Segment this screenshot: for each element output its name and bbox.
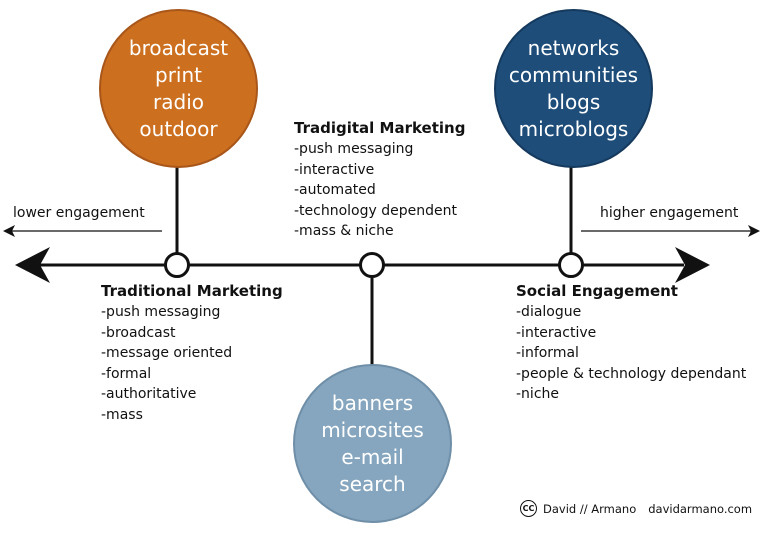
social-block: Social Engagement -dialogue -interactive… <box>516 281 746 405</box>
higher-engagement-label: higher engagement <box>600 205 739 221</box>
tradigital-title: Tradigital Marketing <box>294 119 466 137</box>
tradigital-circle: banners microsites e-mail search <box>293 364 452 523</box>
social-circle-line: communities <box>508 62 639 87</box>
higher-engagement-arrowhead <box>748 225 760 237</box>
tradigital-item: -push messaging <box>294 141 414 157</box>
traditional-item: -authoritative <box>101 386 197 402</box>
tradigital-item: -interactive <box>294 161 375 178</box>
traditional-item: -broadcast <box>101 324 176 341</box>
tradigital-circle-line: banners <box>331 390 414 415</box>
traditional-item: -message oriented <box>101 345 233 361</box>
social-circle-line: blogs <box>546 89 601 114</box>
credit-author: David // Armano <box>543 501 637 516</box>
traditional-circle: broadcast print radio outdoor <box>99 9 258 168</box>
traditional-circle-line: outdoor <box>139 116 218 141</box>
traditional-block: Traditional Marketing -push messaging -b… <box>101 281 283 425</box>
tradigital-item: -automated <box>294 182 376 198</box>
lower-engagement-arrowhead <box>3 225 15 237</box>
tradigital-circle-line: e-mail <box>341 444 404 469</box>
tradigital-circle-line: search <box>339 471 406 496</box>
creative-commons-icon: CC <box>520 500 537 517</box>
social-item: -informal <box>516 345 579 361</box>
traditional-title: Traditional Marketing <box>101 282 283 300</box>
social-item: -dialogue <box>516 304 582 320</box>
tradigital-circle-line: microsites <box>321 417 424 442</box>
traditional-item: -mass <box>101 406 143 423</box>
lower-engagement-label: lower engagement <box>13 205 145 221</box>
node-tradigital <box>359 252 385 278</box>
node-traditional <box>164 252 190 278</box>
social-title: Social Engagement <box>516 282 678 300</box>
social-circle-line: networks <box>527 35 620 60</box>
axis-arrow-right <box>675 247 710 283</box>
social-item: -niche <box>516 386 559 402</box>
tradigital-block: Tradigital Marketing -push messaging -in… <box>294 118 465 242</box>
social-circle: networks communities blogs microblogs <box>494 9 653 168</box>
traditional-item: -formal <box>101 365 152 382</box>
social-circle-line: microblogs <box>518 116 629 141</box>
traditional-circle-line: print <box>155 62 202 87</box>
node-social <box>558 252 584 278</box>
axis-arrow-left <box>15 247 50 283</box>
credit: CC David // Armano davidarmano.com <box>520 500 752 517</box>
social-item: -interactive <box>516 324 597 341</box>
traditional-circle-line: radio <box>153 89 204 114</box>
social-item: -people & technology dependant <box>516 365 747 382</box>
traditional-item: -push messaging <box>101 304 221 320</box>
credit-site: davidarmano.com <box>648 501 753 516</box>
traditional-circle-line: broadcast <box>128 35 229 60</box>
tradigital-item: -mass & niche <box>294 223 394 239</box>
tradigital-item: -technology dependent <box>294 202 457 219</box>
